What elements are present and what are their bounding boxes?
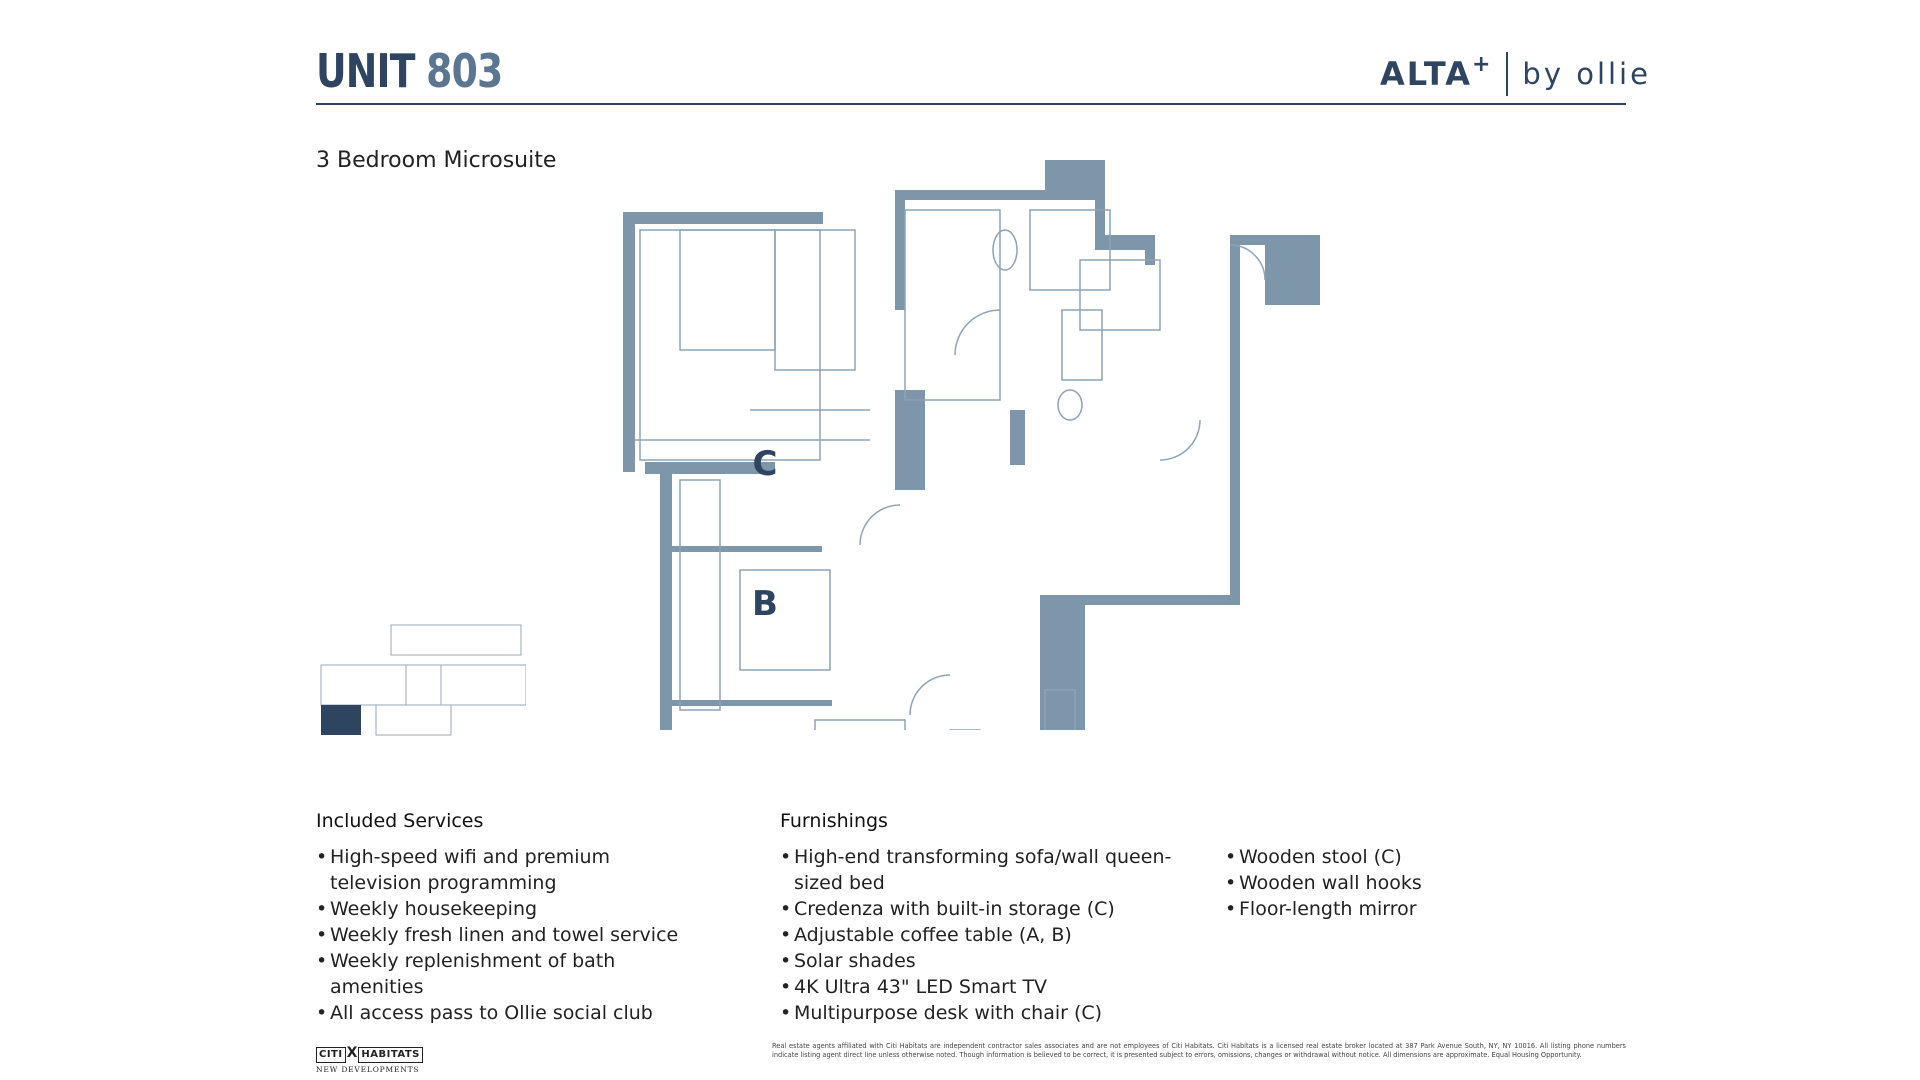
legal-disclaimer: Real estate agents affiliated with Citi … (772, 1042, 1626, 1059)
unit-label: UNIT (316, 44, 416, 98)
brand-main: ALTA (1380, 55, 1472, 93)
furnishings-title: Furnishings (780, 810, 888, 832)
key-plan (320, 624, 526, 736)
logo-subtitle: NEW DEVELOPMENTS (316, 1065, 420, 1074)
list-item: Multipurpose desk with chair (C) (780, 1000, 1220, 1026)
logo-citi: CITI (316, 1047, 346, 1063)
list-item: Credenza with built-in storage (C) (780, 896, 1220, 922)
list-item: Floor-length mirror (1225, 896, 1455, 922)
list-item: High-speed wifi and premium television p… (316, 844, 696, 896)
brand-plus: + (1471, 51, 1491, 77)
list-item: All access pass to Ollie social club (316, 1000, 696, 1026)
floor-plan: C B A (623, 160, 1320, 730)
room-label-b: B (752, 584, 778, 624)
list-item: Weekly fresh linen and towel service (316, 922, 696, 948)
list-item: Weekly replenishment of bath amenities (316, 948, 696, 1000)
room-label-c: C (753, 444, 778, 484)
unit-type: 3 Bedroom Microsuite (316, 148, 557, 173)
header-rule (316, 103, 1626, 105)
list-item: Wooden wall hooks (1225, 870, 1455, 896)
logo-habitats: HABITATS (358, 1047, 423, 1063)
unit-highlight (321, 705, 361, 735)
included-services-title: Included Services (316, 810, 484, 832)
logo-x: X (346, 1045, 358, 1061)
brand-logo: ALTA+ by ollie (1380, 50, 1651, 98)
list-item: Weekly housekeeping (316, 896, 696, 922)
list-item: Wooden stool (C) (1225, 844, 1455, 870)
furnishings-list-column-1: High-end transforming sofa/wall queen-si… (780, 844, 1220, 1026)
list-item: High-end transforming sofa/wall queen-si… (780, 844, 1220, 896)
unit-number: 803 (426, 44, 503, 98)
furnishings-list-column-2: Wooden stool (C) Wooden wall hooks Floor… (1225, 844, 1455, 922)
list-item: Solar shades (780, 948, 1220, 974)
brand-separator (1506, 52, 1509, 96)
brand-by-ollie: by ollie (1522, 57, 1651, 91)
included-services-list: High-speed wifi and premium television p… (316, 844, 696, 1026)
list-item: Adjustable coffee table (A, B) (780, 922, 1220, 948)
list-item: 4K Ultra 43" LED Smart TV (780, 974, 1220, 1000)
